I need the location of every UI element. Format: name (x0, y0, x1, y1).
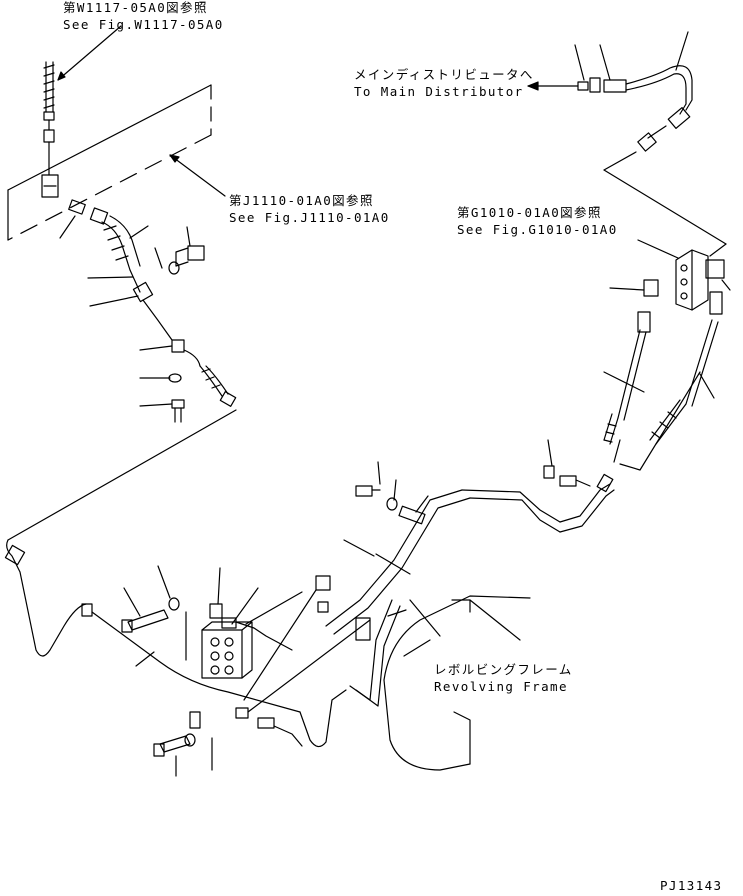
main-distributor-hose (577, 65, 727, 257)
top-right-leaders (527, 31, 689, 91)
valve-leaders (123, 565, 371, 777)
valve-block (121, 575, 371, 757)
leader-w1117 (57, 25, 122, 81)
ref-j1110-en: See Fig.J1110-01A0 (229, 210, 390, 225)
ref-w1117-en: See Fig.W1117-05A0 (63, 17, 224, 32)
revolving-frame (325, 489, 561, 771)
label-main-distributor-en: To Main Distributor (354, 84, 524, 99)
label-main-distributor-jp: メインディストリビュータへ (354, 67, 534, 82)
ref-j1110-jp: 第J1110-01A0図参照 (229, 193, 374, 208)
left-hose-assembly (68, 199, 237, 423)
long-hose-left (4, 409, 347, 748)
drawing-number: PJ13143 (660, 878, 723, 893)
pipe-w1117 (41, 61, 59, 198)
leader-j1110 (169, 154, 226, 197)
label-revolving-frame-jp: レボルビングフレーム (434, 662, 573, 677)
ref-w1117-jp: 第W1117-05A0図参照 (63, 0, 208, 15)
label-revolving-frame-en: Revolving Frame (434, 679, 568, 694)
left-leaders (59, 215, 191, 407)
ref-g1010-jp: 第G1010-01A0図参照 (457, 205, 602, 220)
right-leaders (377, 239, 731, 513)
ref-g1010-en: See Fig.G1010-01A0 (457, 222, 618, 237)
floor-panel (7, 84, 212, 241)
right-hoses (355, 249, 725, 533)
